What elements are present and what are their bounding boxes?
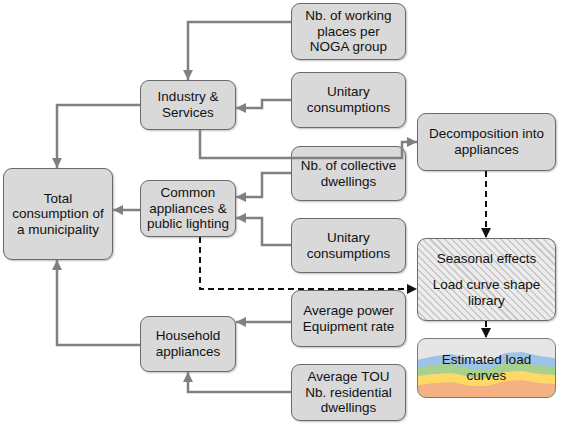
- process-box: Decomposition into appliances: [417, 113, 556, 171]
- process-box: Total consumption of a municipality: [3, 168, 113, 260]
- box-label: Seasonal effects: [437, 251, 537, 267]
- flow-arrow: [236, 321, 291, 324]
- flow-arrow: [200, 130, 417, 158]
- process-box: Unitary consumptions: [291, 218, 406, 273]
- process-box: Household appliances: [140, 316, 236, 372]
- load-curve-illustration: [418, 339, 555, 397]
- process-box: Average TOU Nb. residential dwellings: [291, 364, 406, 421]
- flow-arrow: [113, 209, 140, 212]
- process-box: Industry & Services: [140, 80, 236, 130]
- flow-arrow: [236, 173, 291, 197]
- box-label: Average TOU Nb. residential dwellings: [296, 369, 401, 416]
- dashed-arrow: [485, 321, 487, 338]
- process-box: Common appliances & public lighting: [140, 180, 236, 237]
- flow-arrow: [57, 105, 140, 168]
- process-box: Average power Equipment rate: [291, 290, 406, 347]
- flow-arrow: [236, 218, 291, 245]
- process-box: Nb. of collective dwellings: [291, 146, 406, 201]
- flow-arrow: [188, 22, 291, 80]
- process-box: Estimated load curves: [417, 338, 556, 398]
- box-label: Decomposition into appliances: [422, 126, 551, 157]
- box-label: Household appliances: [145, 328, 231, 359]
- flow-arrow: [188, 372, 291, 392]
- dashed-arrow: [200, 237, 417, 289]
- box-label: Total consumption of a municipality: [8, 191, 108, 238]
- process-box: Seasonal effectsLoad curve shape library: [417, 238, 556, 321]
- box-label: Industry & Services: [145, 89, 231, 120]
- curve-background: [418, 339, 555, 397]
- box-label: Nb. of collective dwellings: [296, 158, 401, 189]
- curve-band: [418, 352, 555, 397]
- box-label: Common appliances & public lighting: [145, 185, 231, 232]
- flow-arrow: [57, 260, 140, 345]
- box-label: Load curve shape library: [422, 277, 551, 308]
- box-label: Unitary consumptions: [296, 84, 401, 115]
- box-label: Estimated load curves: [422, 352, 551, 383]
- process-box: Nb. of working places per NOGA group: [291, 3, 406, 60]
- box-label: Average power Equipment rate: [296, 303, 401, 334]
- box-label: Nb. of working places per NOGA group: [296, 8, 401, 55]
- process-box: Unitary consumptions: [291, 72, 406, 128]
- flow-arrow: [236, 100, 291, 108]
- dashed-arrow: [485, 171, 487, 238]
- box-label: Unitary consumptions: [296, 230, 401, 261]
